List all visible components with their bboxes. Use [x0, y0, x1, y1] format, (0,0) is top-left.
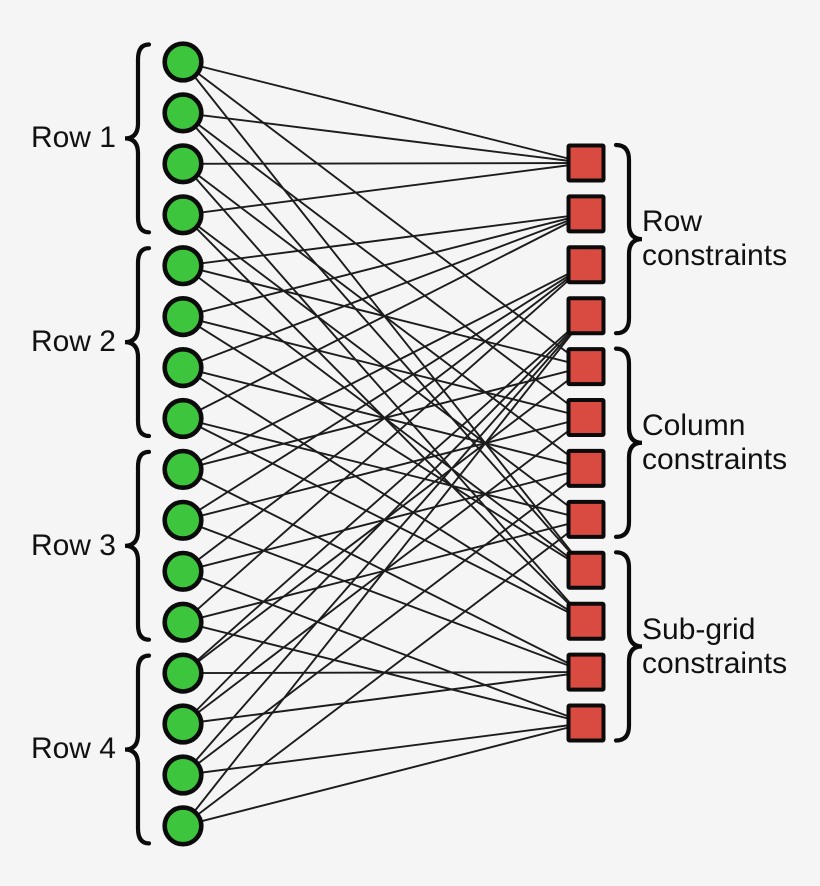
group-label-row-4: Row 4 [30, 732, 116, 765]
cell-node [162, 194, 204, 236]
constraint-group-brace [613, 142, 643, 336]
cell-group-brace [124, 42, 152, 235]
cell-node [162, 245, 204, 287]
edge-line [182, 722, 587, 776]
edge-line [182, 162, 587, 165]
label-line-1: Column [642, 409, 746, 442]
edge-line [182, 213, 587, 369]
edge-line [182, 264, 587, 623]
cell-node [162, 143, 204, 185]
edge-line [182, 162, 587, 216]
cell-node [162, 499, 204, 541]
constraint-group-brace [613, 550, 643, 743]
edge-line [182, 315, 587, 776]
cell-group-brace [124, 246, 152, 439]
edge-line [182, 212, 587, 318]
group-label-row-1: Row 1 [30, 121, 116, 154]
cell-node [162, 703, 204, 745]
label-line-2: constraints [642, 647, 788, 680]
cell-group-brace [124, 653, 152, 846]
constraint-node [566, 347, 606, 387]
group-label-subgrid-constraints: Sub-grid constraints [642, 613, 787, 681]
edge-line [182, 61, 587, 368]
edge-line [182, 263, 587, 522]
constraint-node [566, 398, 606, 437]
constraint-node [566, 194, 606, 234]
edge-line [182, 315, 587, 725]
edge-line [182, 264, 587, 573]
edge-line [182, 112, 587, 571]
edge-line [182, 519, 587, 673]
group-label-row-3: Row 3 [30, 529, 116, 562]
edge-line [182, 315, 587, 827]
label-line-2: constraints [642, 443, 788, 476]
cell-group-brace [124, 449, 152, 642]
edge-line [182, 671, 587, 725]
cell-node [162, 550, 204, 592]
constraint-node [566, 652, 606, 692]
cell-node [162, 397, 204, 440]
edge-line [182, 518, 587, 827]
constraint-node [566, 245, 606, 285]
constraint-group-brace [613, 346, 643, 539]
constraint-node [566, 143, 606, 183]
label-line-1: Row [642, 205, 703, 238]
edge-line [182, 416, 587, 522]
edge-line [182, 263, 587, 471]
cell-node [162, 41, 204, 83]
label-line-2: constraints [642, 239, 788, 272]
cell-node [162, 754, 204, 796]
edge-line [182, 467, 587, 776]
cell-node [162, 347, 204, 389]
group-label-row-constraints: Row constraints [642, 205, 787, 273]
edge-line [182, 212, 587, 267]
edge-line [182, 722, 587, 827]
edge-line [182, 314, 587, 674]
constraint-node [566, 703, 606, 743]
constraint-node [566, 448, 606, 488]
cell-node [162, 805, 204, 847]
cell-node [162, 448, 204, 491]
edge-line [182, 111, 587, 164]
edge-line [182, 570, 587, 724]
constraint-node [566, 296, 606, 336]
constraint-node [566, 601, 606, 641]
cell-node [162, 652, 204, 694]
label-line-1: Sub-grid [642, 613, 756, 646]
group-label-row-2: Row 2 [30, 325, 116, 358]
group-label-column-constraints: Column constraints [642, 409, 787, 477]
edge-line [182, 213, 587, 420]
edge-line [182, 61, 587, 164]
cell-node [162, 92, 204, 134]
constraint-node [566, 499, 606, 539]
cell-node [162, 601, 204, 643]
constraint-node [566, 550, 606, 590]
cell-node [162, 296, 204, 338]
